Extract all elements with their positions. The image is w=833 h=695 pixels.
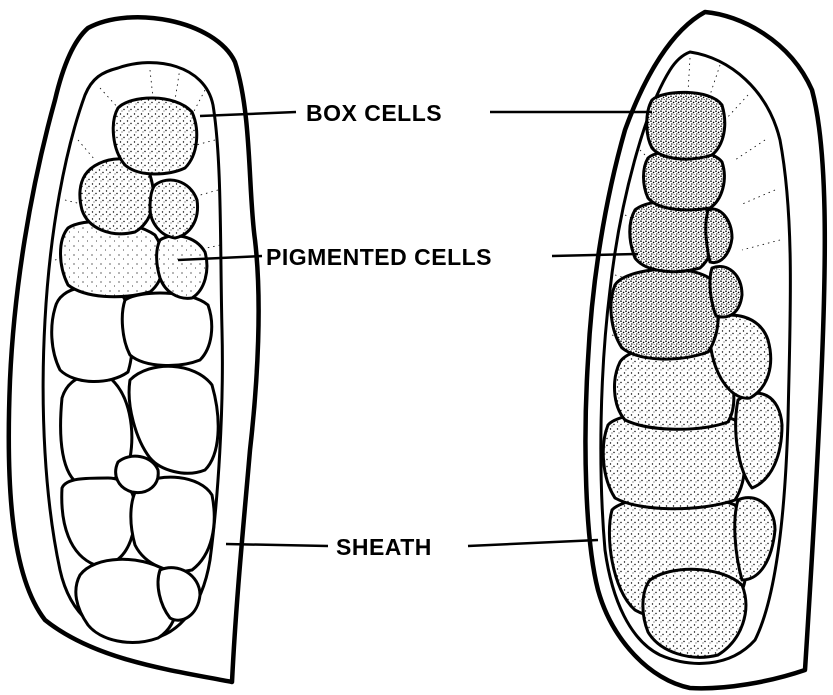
label-box-cells: BOX CELLS bbox=[306, 100, 442, 126]
right-cell bbox=[710, 267, 742, 317]
left-cell bbox=[52, 287, 133, 382]
right-cell bbox=[630, 201, 715, 272]
left-specimen bbox=[9, 17, 259, 682]
left-cell bbox=[113, 98, 196, 174]
right-cell bbox=[611, 269, 718, 359]
label-sheath-group: SHEATH bbox=[226, 534, 598, 560]
left-cell bbox=[116, 456, 159, 492]
leader-sheath-right bbox=[468, 540, 598, 546]
label-pigmented-cells: PIGMENTED CELLS bbox=[266, 244, 492, 270]
label-sheath: SHEATH bbox=[336, 534, 432, 560]
right-cell bbox=[643, 569, 746, 657]
right-cell bbox=[647, 92, 725, 159]
label-box-cells-group: BOX CELLS bbox=[200, 100, 652, 126]
left-cell bbox=[122, 293, 211, 365]
right-specimen bbox=[585, 12, 824, 688]
left-cell bbox=[150, 180, 198, 238]
